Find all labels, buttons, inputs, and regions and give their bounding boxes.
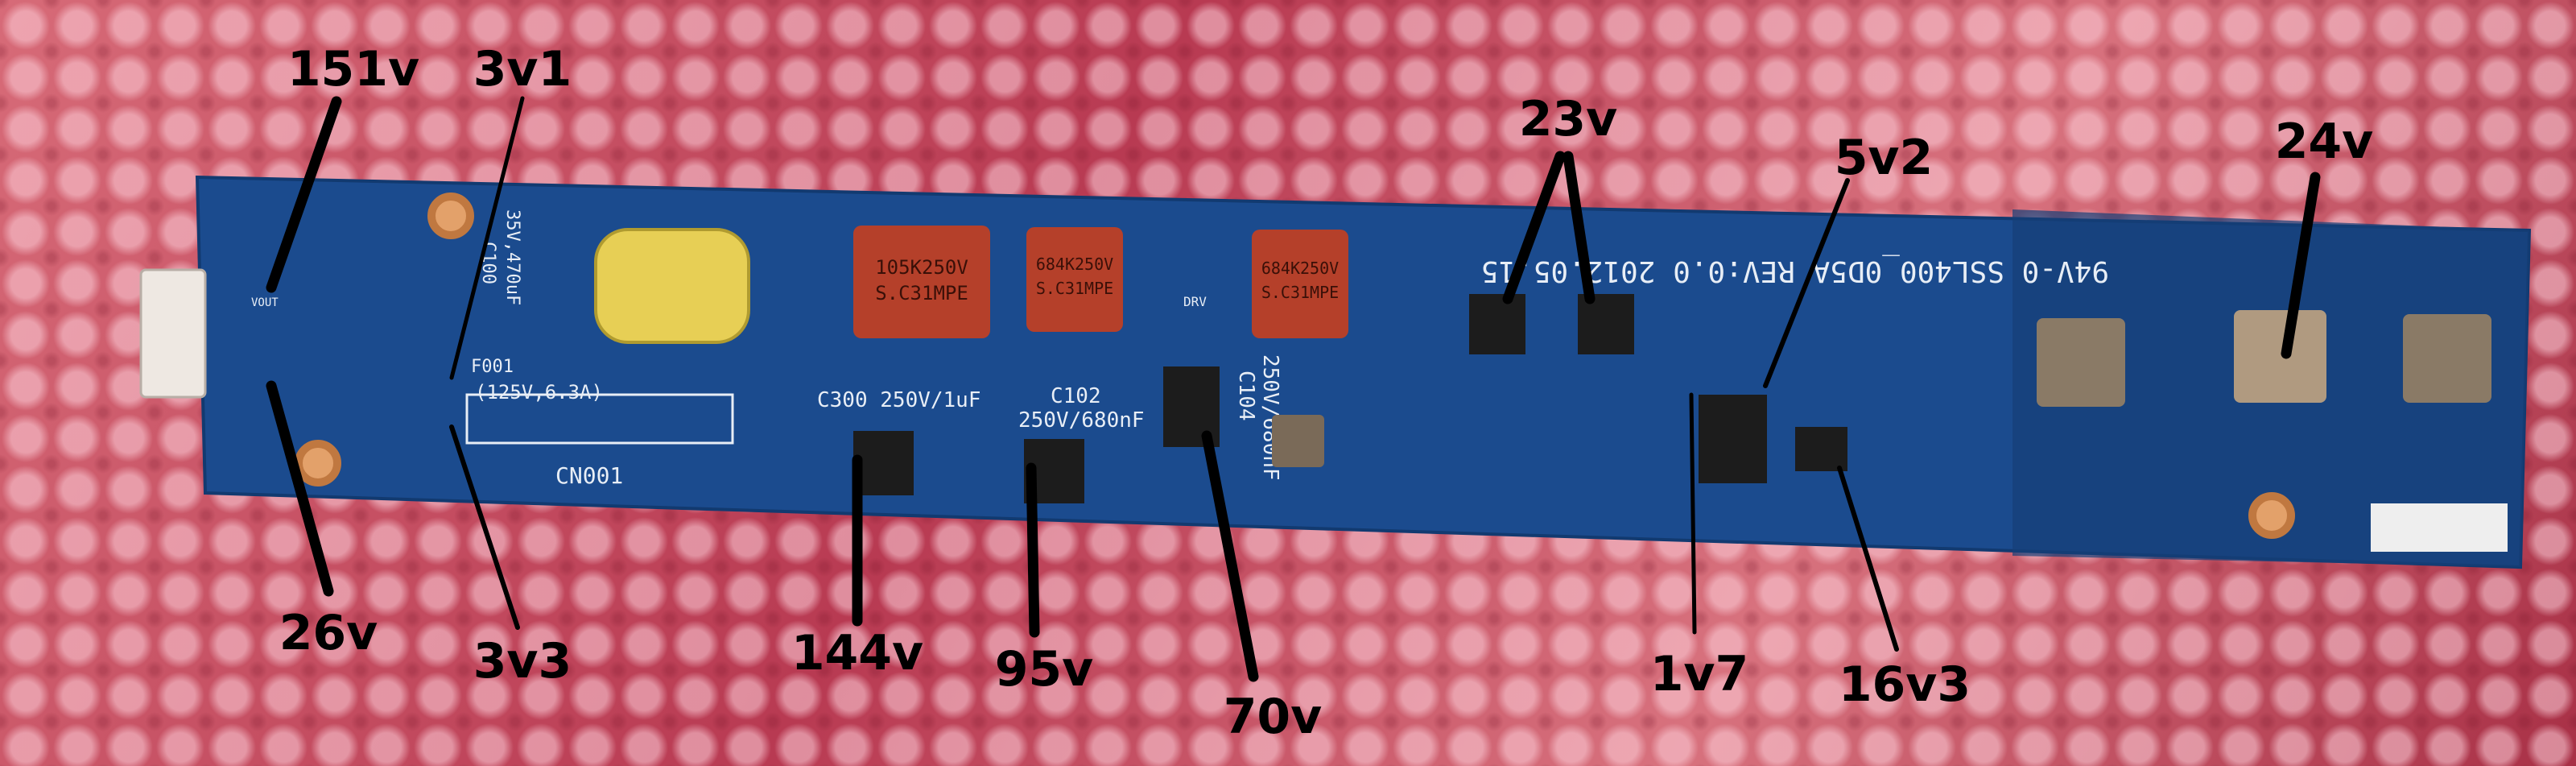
ic-controller: [1699, 395, 1767, 483]
c104-silk: C104: [1234, 371, 1258, 421]
annotation-24v: 24v: [2275, 114, 2374, 170]
annotation-16v3: 16v3: [1839, 656, 1971, 713]
mounting-hole: [295, 440, 341, 487]
barcode-sticker: [2371, 503, 2508, 552]
annotation-1v7: 1v7: [1650, 646, 1749, 702]
c102-value-silk: 250V/680nF: [1018, 408, 1145, 433]
annotation-151v: 151v: [287, 41, 419, 97]
leader-26v: [266, 380, 334, 597]
mounting-hole: [427, 193, 474, 239]
inductor: [2234, 310, 2326, 403]
svg-text:S.C31MPE: S.C31MPE: [1261, 283, 1339, 302]
annotation-3v1: 3v1: [473, 41, 572, 97]
annotation-95v: 95v: [995, 641, 1094, 698]
c100-value-silk: 35V,470uF: [502, 209, 522, 305]
annotation-70v: 70v: [1224, 689, 1323, 745]
leader-16v3: [1837, 466, 1899, 652]
svg-text:S.C31MPE: S.C31MPE: [1036, 279, 1113, 298]
leader-5v2: [1763, 178, 1850, 388]
film-capacitor: 105K250V S.C31MPE: [853, 226, 990, 338]
svg-text:105K250V: 105K250V: [875, 256, 968, 279]
fuse-value-silk: (125V,6.3A): [475, 381, 603, 404]
annotation-5v2: 5v2: [1835, 130, 1934, 186]
mosfet-q007: [1578, 294, 1634, 354]
film-capacitor: 684K250V S.C31MPE: [1026, 227, 1123, 332]
c102-silk: C102: [1051, 384, 1101, 408]
mosfet-q006: [1469, 294, 1525, 354]
annotation-23v: 23v: [1519, 91, 1618, 147]
svg-text:684K250V: 684K250V: [1261, 259, 1339, 278]
leader-23v-b: [1563, 151, 1596, 304]
vout-silk: VOUT: [251, 296, 279, 309]
annotation-26v: 26v: [279, 605, 378, 661]
inductor: [2403, 314, 2491, 403]
white-connector: [139, 268, 207, 399]
leader-95v: [1026, 462, 1040, 638]
leader-3v1: [449, 96, 525, 380]
inductor: [2037, 318, 2125, 407]
annotation-3v3: 3v3: [473, 633, 572, 689]
svg-text:S.C31MPE: S.C31MPE: [875, 282, 968, 304]
film-capacitor: 684K250V S.C31MPE: [1252, 230, 1348, 338]
svg-text:684K250V: 684K250V: [1036, 255, 1113, 274]
electrolytic-capacitor: [594, 228, 750, 344]
diode-d103: [853, 431, 914, 495]
annotation-144v: 144v: [791, 625, 923, 681]
leader-3v3: [449, 424, 520, 630]
cn001-silk: CN001: [555, 462, 623, 489]
drv-silk: DRV: [1183, 294, 1207, 309]
ic-small: [1795, 427, 1847, 471]
fuse-silk: F001: [471, 357, 514, 377]
leader-151v: [266, 96, 342, 293]
leader-24v: [2281, 172, 2321, 359]
leader-1v7: [1689, 392, 1697, 635]
leader-70v: [1201, 430, 1259, 682]
revision-silk: 94V-0 SSL400_0D5A REV:0.0 2012.05.15: [1481, 255, 2109, 288]
mounting-hole: [2248, 492, 2295, 539]
inductor-l004: [1272, 415, 1324, 467]
leader-23v-a: [1502, 151, 1566, 304]
connector-cn001: [465, 393, 734, 445]
c300-silk: C300 250V/1uF: [817, 388, 981, 412]
